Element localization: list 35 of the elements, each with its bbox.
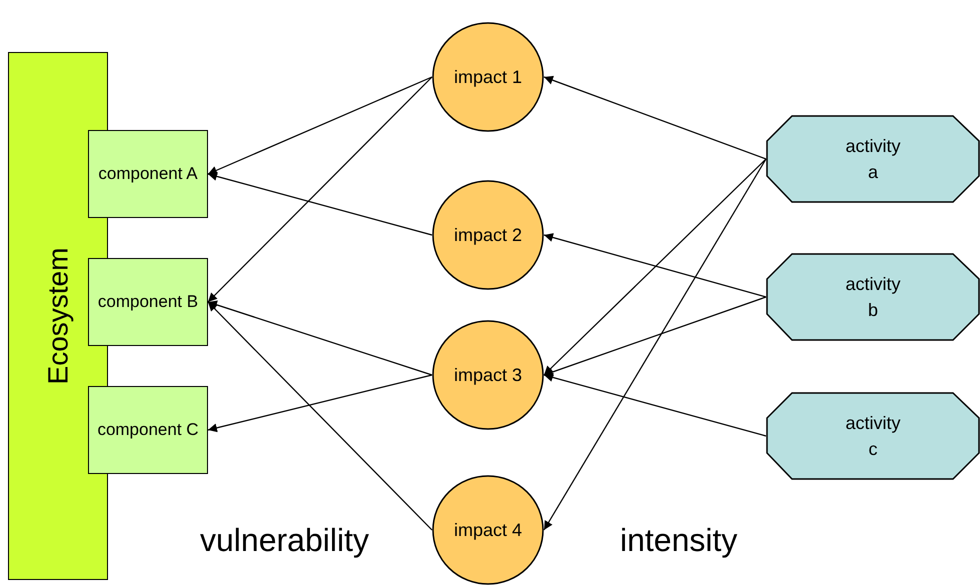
arrow bbox=[208, 300, 432, 376]
arrow bbox=[208, 76, 432, 175]
node-label: activity a bbox=[844, 135, 902, 184]
arrow bbox=[544, 158, 766, 376]
impact-circle bbox=[432, 22, 544, 132]
axis-caption: vulnerability bbox=[200, 522, 369, 559]
node-label: activity c bbox=[844, 412, 902, 461]
arrow bbox=[208, 76, 432, 302]
arrow bbox=[543, 158, 767, 530]
node-label: activity b bbox=[844, 273, 902, 322]
node-label: component A bbox=[97, 163, 199, 185]
component-box bbox=[88, 258, 208, 346]
activity-octagon bbox=[766, 253, 980, 341]
activity-octagon bbox=[766, 392, 980, 480]
arrow bbox=[544, 373, 766, 437]
node-label: impact 3 bbox=[453, 364, 523, 387]
node-label: component B bbox=[96, 291, 200, 313]
arrow bbox=[208, 374, 432, 432]
ecosystem-label: Ecosystem bbox=[42, 248, 74, 384]
component-box bbox=[88, 130, 208, 218]
arrow bbox=[208, 302, 432, 530]
arrow bbox=[544, 233, 766, 298]
node-label: impact 1 bbox=[453, 66, 523, 89]
activity-octagon bbox=[766, 115, 980, 203]
impact-circle bbox=[432, 475, 544, 585]
arrow bbox=[544, 76, 766, 160]
node-label: impact 2 bbox=[453, 224, 523, 247]
impact-circle bbox=[432, 180, 544, 290]
axis-caption: intensity bbox=[620, 522, 738, 559]
arrow bbox=[208, 172, 432, 236]
component-box bbox=[88, 386, 208, 474]
node-label: component C bbox=[96, 419, 200, 441]
impact-circle bbox=[432, 320, 544, 430]
arrow bbox=[544, 296, 766, 376]
node-label: impact 4 bbox=[453, 519, 523, 542]
